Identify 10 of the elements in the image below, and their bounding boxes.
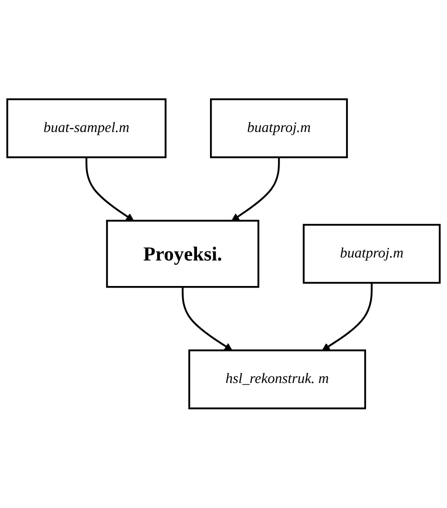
node-box [188, 350, 366, 410]
node-box [210, 98, 348, 158]
arrow [322, 283, 373, 351]
node-box [302, 224, 441, 284]
arrow [231, 157, 280, 222]
node-box [6, 98, 166, 158]
arrow [182, 287, 232, 351]
arrow [86, 157, 134, 222]
node-box [106, 220, 260, 288]
flowchart: buat-sampel.m Proyeksi. buatproj.m hsl_rekonstruk. m buatproj.m [0, 92, 447, 416]
